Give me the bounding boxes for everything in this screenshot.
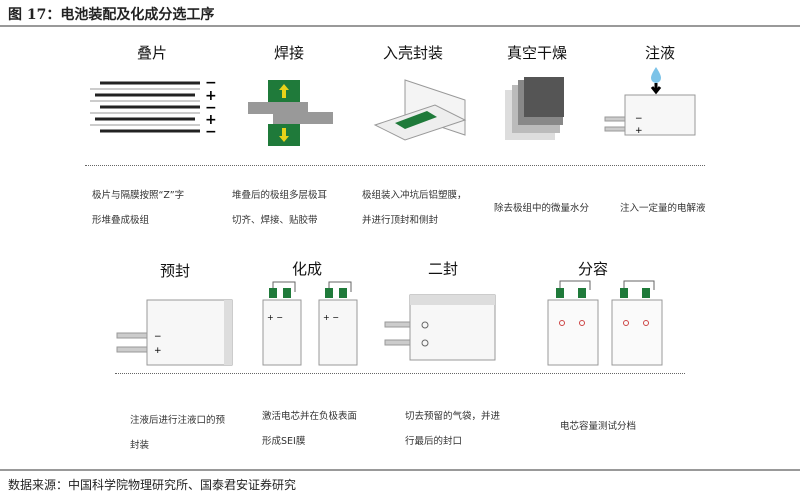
step-welding: 焊接 [273, 44, 305, 62]
vacuum-drying-illustration [505, 77, 564, 140]
desc-casing: 极组装入冲坑后铝塑膜，并进行顶封和侧封 [362, 190, 467, 226]
svg-text:+: + [205, 88, 217, 104]
desc-injection: 注入一定量的电解液 [620, 203, 706, 214]
desc-welding: 堆叠后的极组多层极耳切齐、焊接、贴胶带 [232, 190, 328, 226]
divider-dotted-1 [85, 165, 705, 166]
pre-seal-illustration: −+ [116, 299, 233, 366]
formation-illustration: + − + − [262, 281, 358, 366]
desc-grading: 电芯容量测试分档 [560, 421, 637, 432]
step-injection: 注液 [644, 44, 676, 62]
svg-text:−: − [635, 114, 643, 124]
step-vacuum-drying: 真空干燥 [506, 44, 568, 62]
injection-illustration: −+ [604, 67, 696, 136]
desc-stacking: 极片与隔膜按照“Z”字形堆叠成极组 [92, 190, 185, 226]
source-note: 数据来源：中国科学院物理研究所、国泰君安证券研究 [8, 478, 297, 492]
figure-title: 图 17：电池装配及化成分选工序 [8, 7, 215, 23]
step-casing: 入壳封装 [382, 44, 444, 62]
welding-illustration [248, 80, 333, 146]
desc-vacuum-drying: 除去极组中的微量水分 [494, 203, 590, 214]
svg-text:+: + [205, 112, 217, 128]
casing-illustration [373, 79, 467, 141]
step-pre-seal: 预封 [159, 262, 191, 280]
desc-pre-seal: 注液后进行注液口的预封装 [130, 415, 226, 451]
top-rule [0, 25, 800, 27]
second-seal-illustration [384, 294, 496, 361]
desc-formation: 激活电芯并在负极表面形成SEI膜 [262, 411, 358, 447]
svg-text:+ −: + − [323, 313, 339, 322]
svg-text:−: − [205, 124, 217, 140]
svg-text:+: + [635, 126, 643, 136]
grading-illustration [547, 280, 663, 366]
desc-second-seal: 切去预留的气袋，并进行最后的封口 [405, 411, 501, 447]
step-second-seal: 二封 [427, 260, 459, 278]
svg-text:+: + [154, 346, 162, 356]
svg-text:−: − [154, 332, 162, 342]
stacking-illustration: −+−+− [90, 75, 217, 140]
step-formation: 化成 [291, 260, 323, 278]
step-grading: 分容 [577, 260, 609, 278]
step-stacking: 叠片 [136, 44, 168, 62]
svg-text:+ −: + − [267, 313, 283, 322]
svg-text:−: − [205, 100, 217, 116]
bottom-rule [0, 469, 800, 471]
svg-text:−: − [205, 75, 217, 91]
divider-dotted-2 [115, 373, 685, 374]
